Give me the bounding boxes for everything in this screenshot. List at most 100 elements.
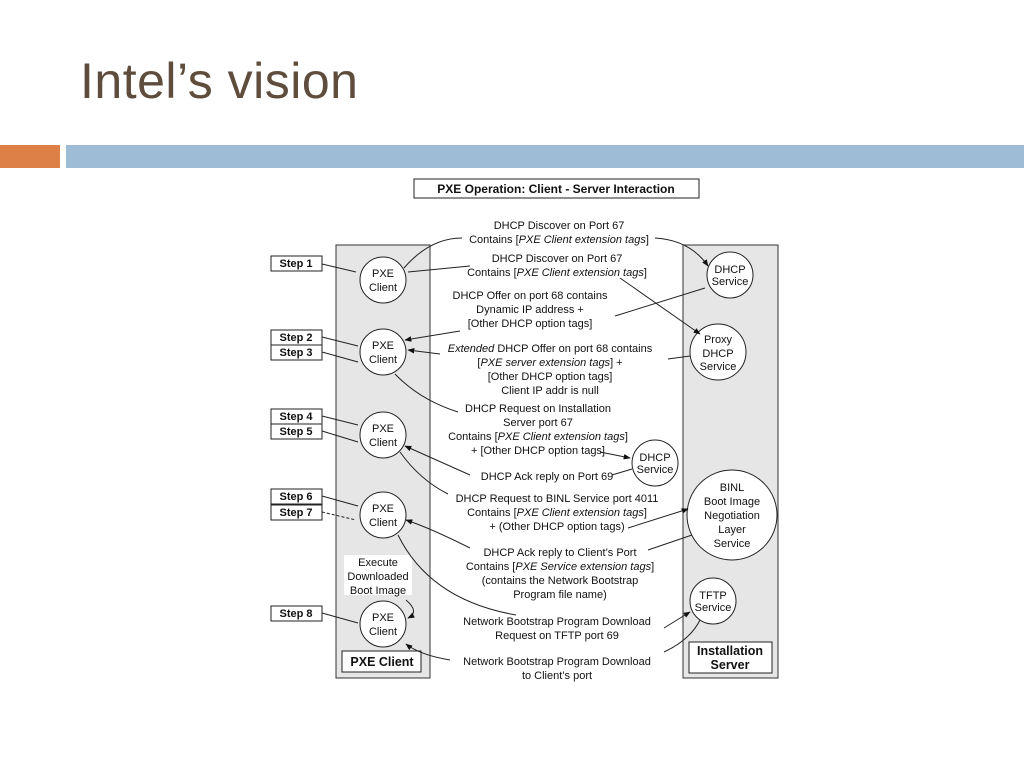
execute-note-line3: Boot Image xyxy=(350,585,406,597)
step-5-connector xyxy=(321,430,359,443)
step-5-label: Step 5 xyxy=(279,426,312,438)
pxe-client-node-2 xyxy=(359,328,407,376)
step-4-label: Step 4 xyxy=(279,411,313,423)
arrow-m9-end xyxy=(663,611,691,629)
pxe-client-node-2-line1: PXE xyxy=(372,340,394,352)
arrow-m5-start xyxy=(394,373,459,413)
proxy-dhcp-line3: Service xyxy=(700,361,737,373)
arrow-m10-end xyxy=(405,643,451,661)
step-8-connector xyxy=(321,612,359,624)
arrow-m7-start xyxy=(399,451,449,495)
pxe-client-node-2-line2: Client xyxy=(369,354,397,366)
pxe-client-node-4-line1: PXE xyxy=(372,503,394,515)
m3-line1: DHCP Offer on port 68 contains xyxy=(453,290,608,302)
m3-line2: Dynamic IP address + xyxy=(476,304,584,316)
m9-line1: Network Bootstrap Program Download xyxy=(463,616,651,628)
slide-title: Intel’s vision xyxy=(80,53,359,109)
arrow-m9-start xyxy=(397,534,517,616)
m4-line2: [PXE server extension tags] + xyxy=(477,357,622,369)
step-2-label: Step 2 xyxy=(279,332,312,344)
dhcp-service-top-line2: Service xyxy=(712,276,749,288)
diagram-title-box xyxy=(413,178,700,199)
arrow-m3-start xyxy=(614,287,706,317)
tftp-line1: TFTP xyxy=(699,590,727,602)
step-1-box xyxy=(270,255,323,272)
binl-line1: BINL xyxy=(720,482,744,494)
accent-bar-blue xyxy=(66,145,1024,168)
arrow-m6-start xyxy=(611,468,633,476)
arrow-m6-end xyxy=(404,445,471,476)
arrow-m8-end xyxy=(405,519,471,549)
binl-line4: Layer xyxy=(718,524,746,536)
m7-line1: DHCP Request to BINL Service port 4011 xyxy=(456,493,659,505)
arrow-m3-end xyxy=(404,330,461,342)
proxy-dhcp-service-node xyxy=(689,323,747,381)
arrow-m1-start xyxy=(403,237,463,269)
m4-line1: Extended DHCP Offer on port 68 contains xyxy=(448,343,653,355)
m8-line1: DHCP Ack reply to Client’s Port xyxy=(483,547,636,559)
arrow-m1-end xyxy=(654,237,709,267)
pxe-client-node-1-line1: PXE xyxy=(372,268,394,280)
arrow-m2-start xyxy=(407,265,471,273)
execute-note-line1: Execute xyxy=(358,557,398,569)
proxy-dhcp-line2: DHCP xyxy=(702,348,733,360)
m8-line4: Program file name) xyxy=(513,589,607,601)
client-column-label: PXE Client xyxy=(350,655,414,669)
m6-line1: DHCP Ack reply on Port 69 xyxy=(481,471,613,483)
m8-line3: (contains the Network Bootstrap xyxy=(482,575,639,587)
step-1-connector xyxy=(321,263,357,273)
m5-line1: DHCP Request on Installation xyxy=(465,403,611,415)
step-8-label: Step 8 xyxy=(279,608,312,620)
m3-line3: [Other DHCP option tags] xyxy=(468,318,593,330)
execute-note-line2: Downloaded xyxy=(347,571,408,583)
server-column-label-box xyxy=(688,641,773,674)
arrow-m5-end xyxy=(599,451,631,460)
accent-bar-orange xyxy=(0,145,60,168)
execute-loop-arrow xyxy=(405,599,415,619)
arrow-m2-end xyxy=(619,277,701,335)
pxe-client-node-1-line2: Client xyxy=(369,282,397,294)
m4-line4: Client IP addr is null xyxy=(501,385,599,397)
binl-line5: Service xyxy=(714,538,751,550)
step-4-connector xyxy=(321,415,359,426)
pxe-client-node-4 xyxy=(359,491,407,539)
dhcp-service-top-node xyxy=(706,251,754,299)
m8-line2: Contains [PXE Service extension tags] xyxy=(466,561,654,573)
m10-line2: to Client’s port xyxy=(522,670,592,682)
pxe-client-nodes: PXE Client PXE Client PXE Client PXE Cli… xyxy=(359,256,407,648)
m5-line2: Server port 67 xyxy=(503,417,573,429)
pxe-client-node-4-line2: Client xyxy=(369,517,397,529)
binl-line3: Negotiation xyxy=(704,510,760,522)
dhcp-service-top-line1: DHCP xyxy=(714,264,745,276)
service-nodes: DHCP Service Proxy DHCP Service DHCP Ser… xyxy=(631,251,778,625)
pxe-client-node-1 xyxy=(359,256,407,304)
diagram-title: PXE Operation: Client - Server Interacti… xyxy=(437,182,674,196)
execute-note-box xyxy=(344,555,412,595)
step-3-connector xyxy=(321,351,359,363)
m7-line3: + (Other DHCP option tags) xyxy=(489,521,624,533)
step-7-label: Step 7 xyxy=(279,507,312,519)
m10-line1: Network Bootstrap Program Download xyxy=(463,656,651,668)
m9-line2: Request on TFTP port 69 xyxy=(495,630,619,642)
pxe-client-node-5-line2: Client xyxy=(369,626,397,638)
server-column-label-line1: Installation xyxy=(697,644,763,658)
arrow-m7-end xyxy=(627,508,689,529)
m4-line3: [Other DHCP option tags] xyxy=(488,371,613,383)
arrow-m4-start xyxy=(667,355,691,360)
pxe-client-node-5 xyxy=(359,600,407,648)
message-labels: DHCP Discover on Port 67 Contains [PXE C… xyxy=(448,220,659,682)
step-7-connector xyxy=(321,511,357,521)
tftp-line2: Service xyxy=(695,602,732,614)
m2-line2: Contains [PXE Client extension tags] xyxy=(467,267,647,279)
proxy-dhcp-line1: Proxy xyxy=(704,334,733,346)
client-column-label-box xyxy=(341,650,422,673)
dhcp-service-mid-node xyxy=(631,439,679,487)
arrow-m8-start xyxy=(647,534,693,551)
dhcp-service-mid-line2: Service xyxy=(637,464,674,476)
m7-line2: Contains [PXE Client extension tags] xyxy=(467,507,647,519)
message-arrows xyxy=(394,237,709,661)
arrow-m10-start xyxy=(663,619,701,653)
m2-line1: DHCP Discover on Port 67 xyxy=(492,253,623,265)
arrow-m4-end xyxy=(407,348,441,355)
pxe-client-node-3 xyxy=(359,411,407,459)
